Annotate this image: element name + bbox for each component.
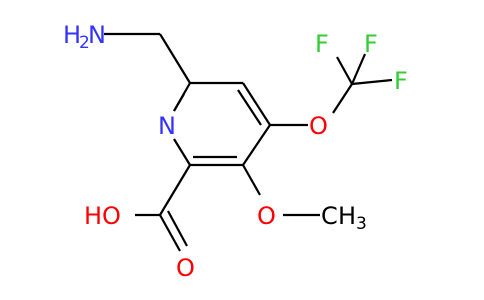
methyl-h-label: H [338, 202, 356, 230]
bond-o-cf3 [332, 83, 353, 114]
amine-n-label: N [88, 21, 106, 49]
atom-labels: H 2 N N O F F F O C H 3 HO O [63, 21, 408, 282]
bond-c4-c5-inner [237, 89, 262, 126]
bond-cf3-f1 [336, 56, 353, 85]
amine-h-label: H [63, 21, 81, 49]
ether-oxygen-label: O [309, 112, 328, 140]
methyl-c-label: C [321, 202, 338, 230]
fluorine-2-label: F [364, 30, 378, 58]
bond-ch2-c6 [159, 33, 191, 84]
methyl-h-subscript: 3 [356, 214, 367, 234]
bonds [104, 32, 393, 252]
bond-c6-n1-inner [173, 93, 185, 112]
ring-nitrogen-label: N [158, 112, 176, 140]
fluorine-1-label: F [315, 30, 329, 58]
bond-c2-cooh [159, 164, 191, 216]
bond-n1-c2 [173, 138, 191, 166]
carbonyl-oxygen-label: O [176, 254, 195, 282]
hydroxyl-label: HO [84, 202, 121, 230]
bond-c4-c5 [242, 82, 271, 126]
bond-cooh-o [159, 214, 181, 252]
bond-cooh-o-2 [167, 210, 188, 247]
bond-c3-c4 [242, 124, 271, 166]
bond-cf3-f2 [350, 53, 367, 85]
amine-h-subscript: 2 [79, 33, 90, 53]
bond-c3-o [242, 164, 261, 196]
bond-cf3-f3 [351, 78, 393, 86]
methoxy-oxygen-label: O [257, 202, 276, 230]
fluorine-3-label: F [394, 67, 408, 95]
